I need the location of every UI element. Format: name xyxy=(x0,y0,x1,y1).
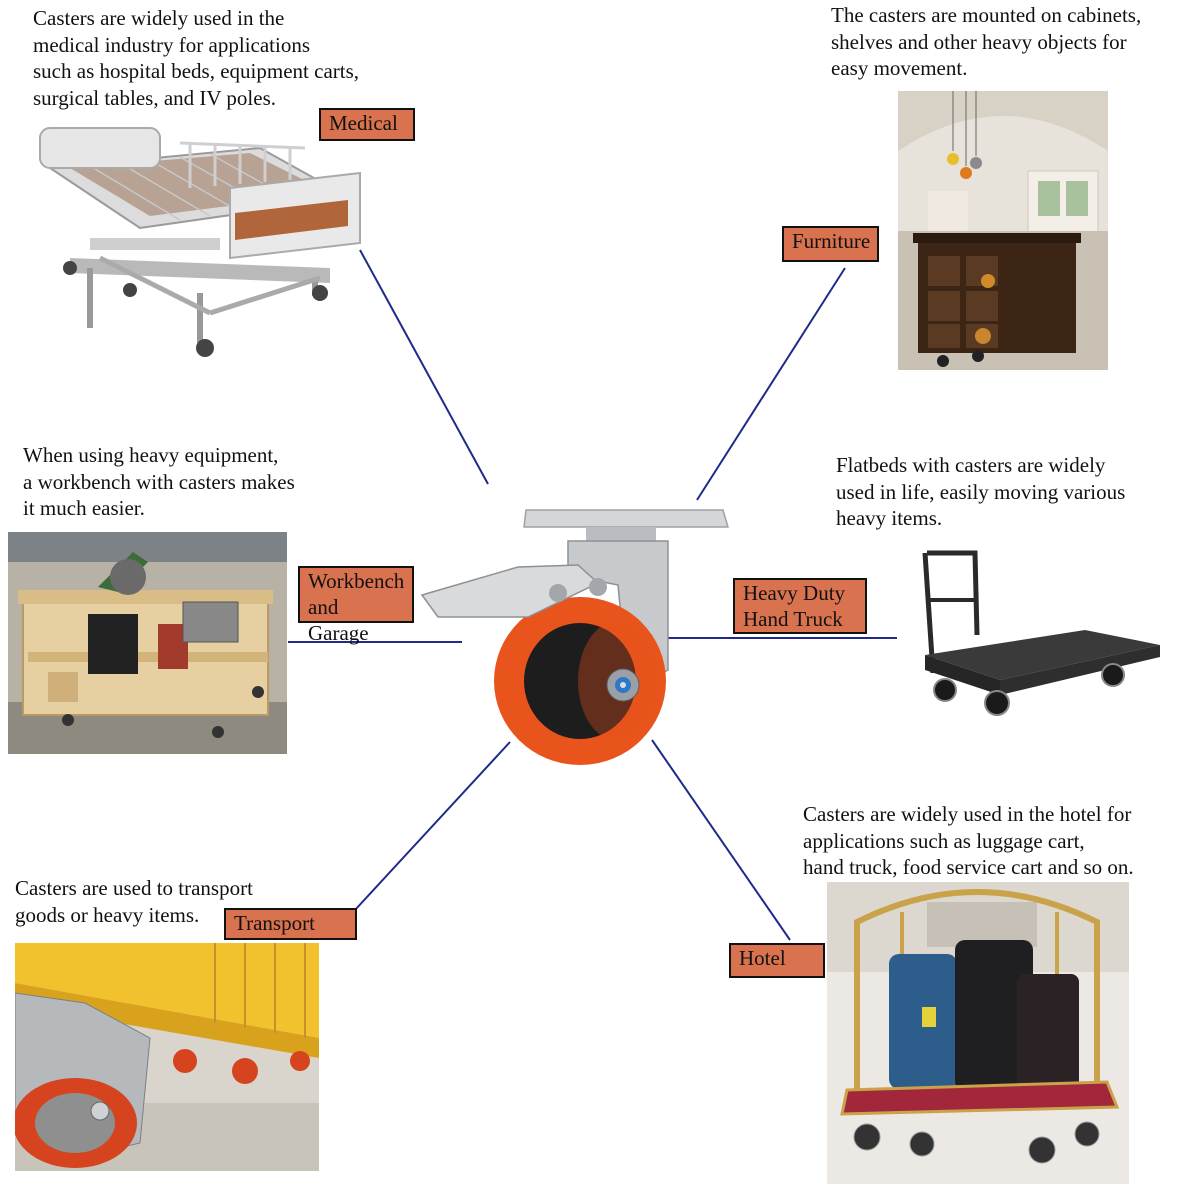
kitchen-island-image xyxy=(898,91,1108,370)
hospital-bed-image xyxy=(30,118,365,368)
transport-cart-image xyxy=(15,943,319,1171)
luggage-cart-image xyxy=(827,882,1129,1184)
hand-truck-label: Heavy Duty Hand Truck xyxy=(733,578,867,634)
workbench-label: Workbench and Garage xyxy=(298,566,414,645)
workbench-description: When using heavy equipment, a workbench … xyxy=(23,443,295,520)
medical-label: Medical xyxy=(319,108,415,141)
connector-hotel xyxy=(651,739,791,941)
flatbed-cart-image xyxy=(905,545,1165,725)
connector-transport xyxy=(354,741,511,911)
medical-description: Casters are widely used in the medical i… xyxy=(33,6,360,110)
hotel-label: Hotel xyxy=(729,943,825,978)
workbench-image xyxy=(8,532,287,754)
connector-furniture xyxy=(696,267,846,501)
transport-description: Casters are used to transport goods or h… xyxy=(15,876,253,927)
connector-medical xyxy=(359,249,489,485)
furniture-description: The casters are mounted on cabinets, she… xyxy=(831,3,1142,80)
furniture-label: Furniture xyxy=(782,226,879,262)
hand-truck-description: Flatbeds with casters are widely used in… xyxy=(836,453,1126,530)
transport-label: Transport xyxy=(224,908,357,940)
hotel-description: Casters are widely used in the hotel for… xyxy=(803,802,1134,879)
swivel-caster-image xyxy=(418,505,733,767)
